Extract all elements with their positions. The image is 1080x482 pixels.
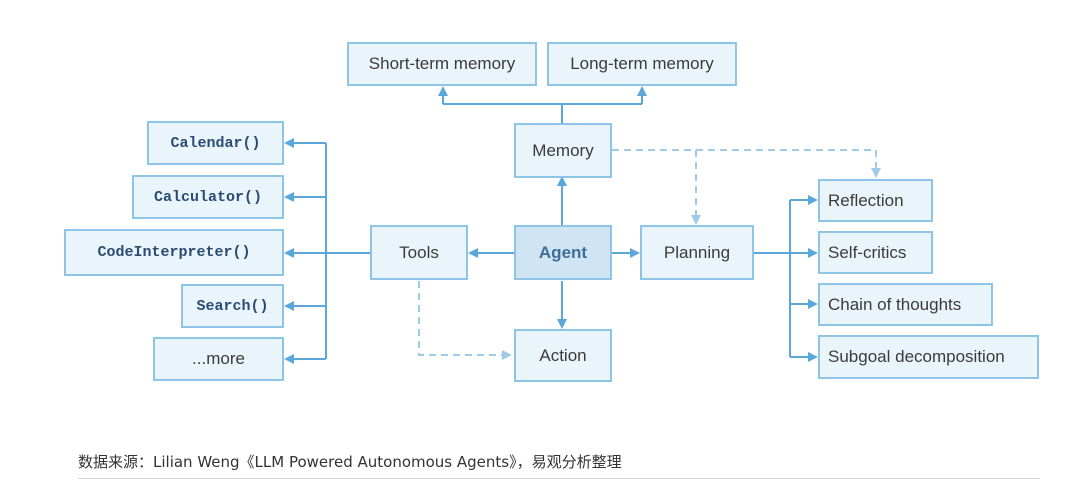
source-caption: 数据来源：Lilian Weng《LLM Powered Autonomous …	[78, 453, 622, 471]
tools-node: Tools	[370, 225, 468, 280]
subgoal-decomposition-node: Subgoal decomposition	[818, 335, 1039, 379]
short-term-memory-node: Short-term memory	[347, 42, 537, 86]
action-node: Action	[514, 329, 612, 382]
dashed-arrow-tools-to-action	[418, 281, 512, 360]
self-critics-node: Self-critics	[818, 231, 933, 274]
calculator-tool-node: Calculator()	[132, 175, 284, 219]
agent-node: Agent	[514, 225, 612, 280]
more-tools-node: ...more	[153, 337, 284, 381]
search-tool-node: Search()	[181, 284, 284, 328]
planning-node: Planning	[640, 225, 754, 280]
reflection-node: Reflection	[818, 179, 933, 222]
memory-node: Memory	[514, 123, 612, 178]
calendar-tool-node: Calendar()	[147, 121, 284, 165]
long-term-memory-node: Long-term memory	[547, 42, 737, 86]
code-interpreter-tool-node: CodeInterpreter()	[64, 229, 284, 276]
chain-of-thoughts-node: Chain of thoughts	[818, 283, 993, 326]
agent-architecture-diagram	[284, 86, 881, 364]
caption-divider	[78, 478, 1040, 479]
